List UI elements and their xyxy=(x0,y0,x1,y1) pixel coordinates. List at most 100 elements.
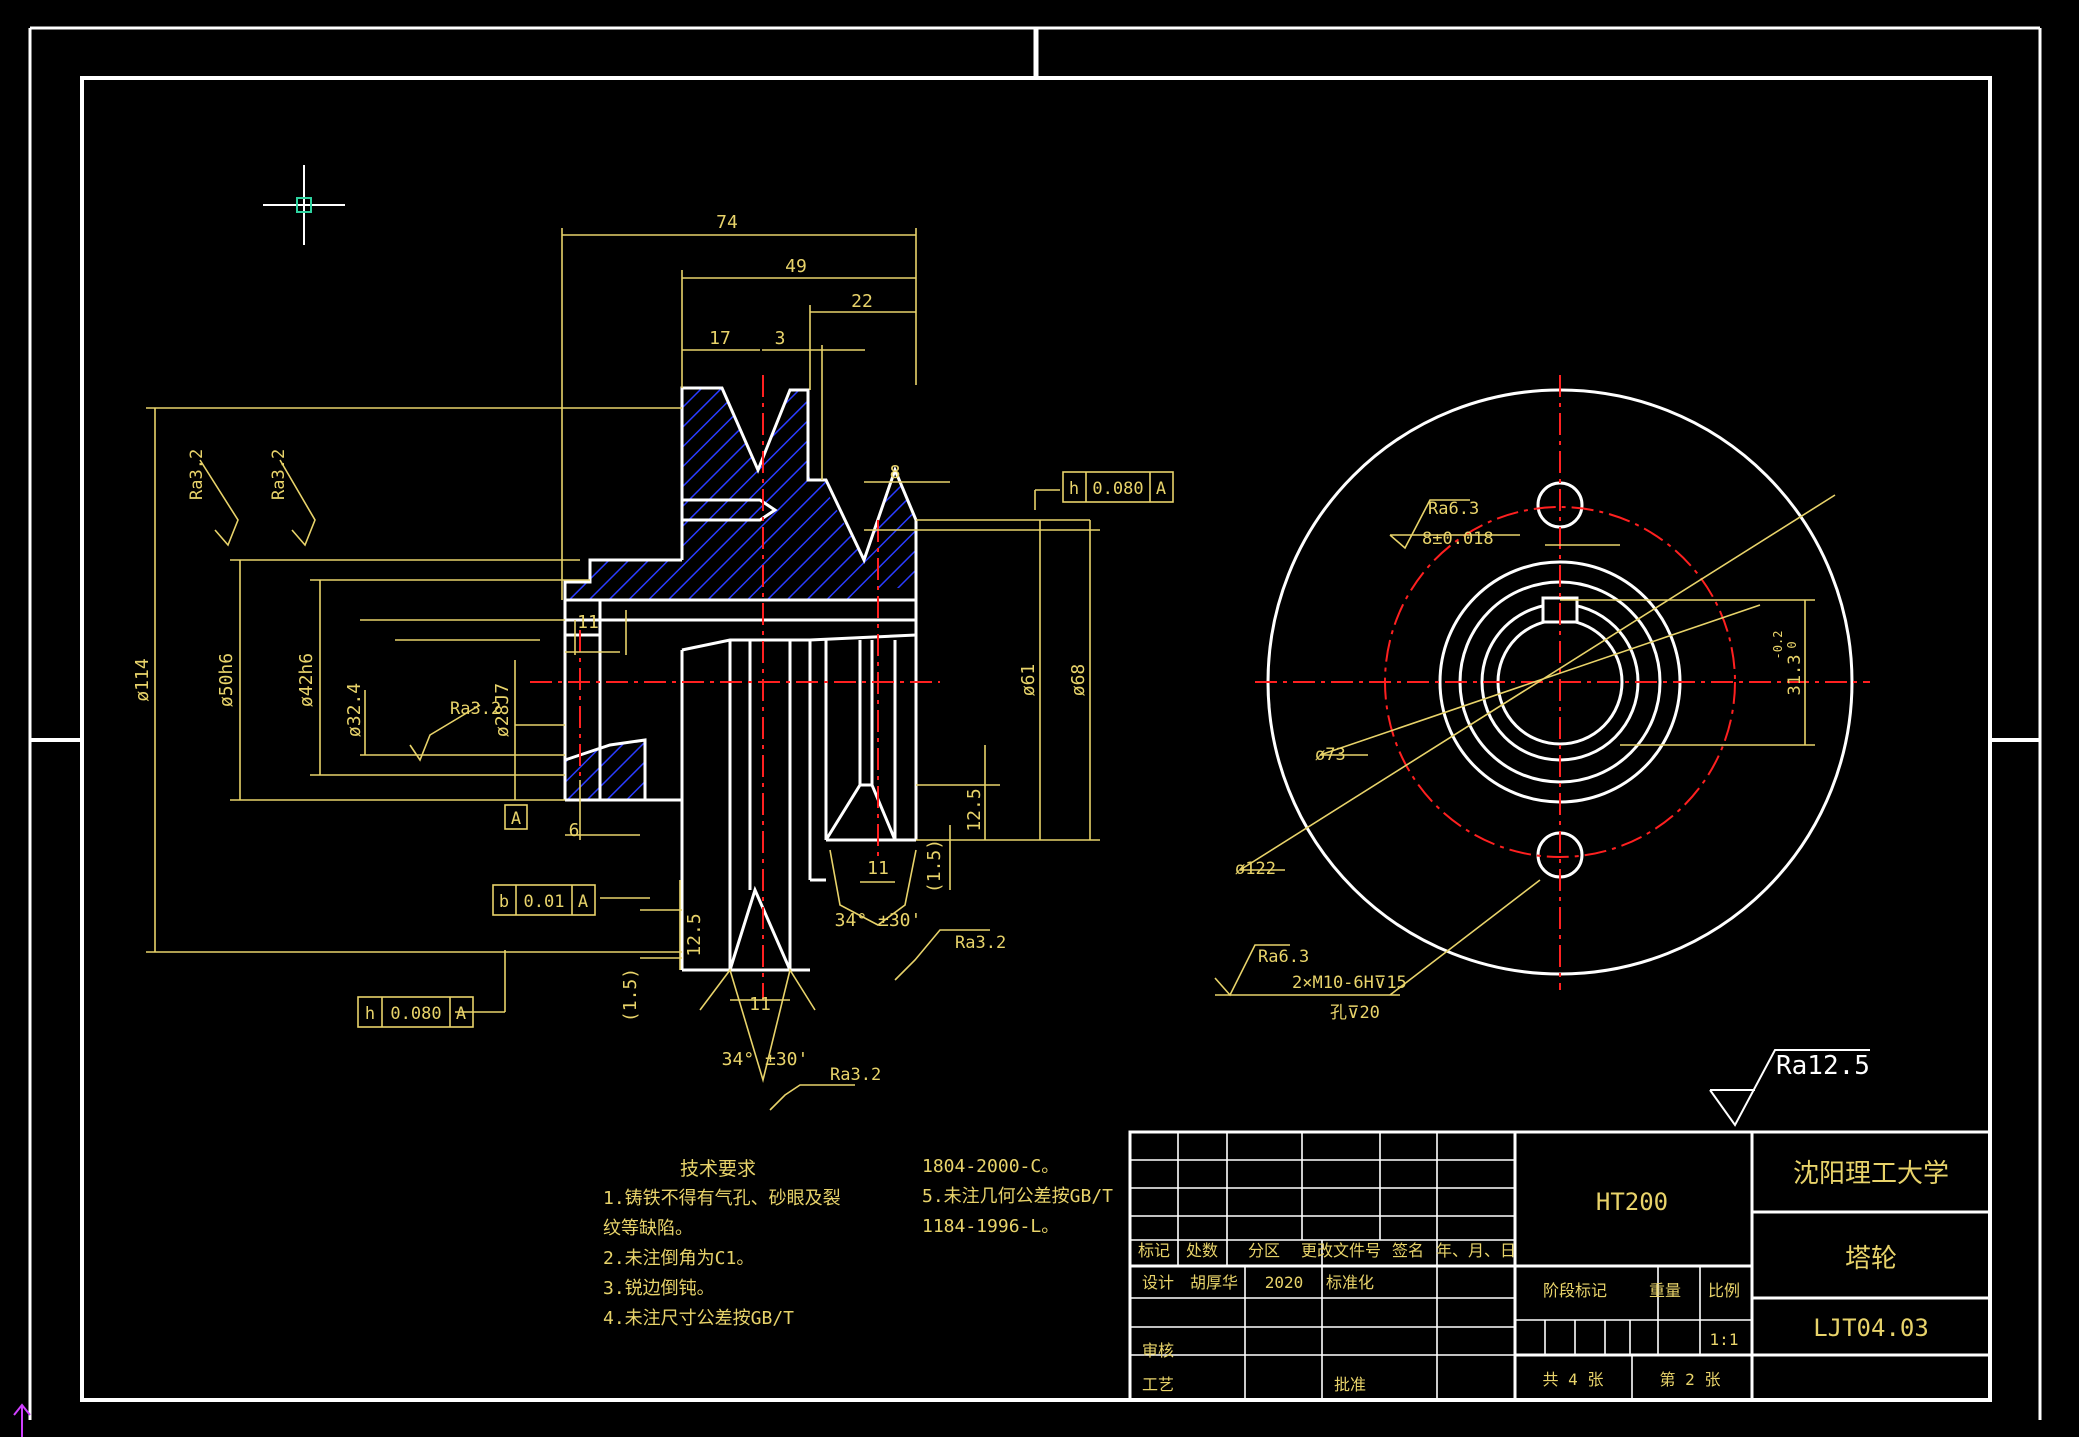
dim-diameter-114: ø114 xyxy=(132,658,153,701)
roughness-label-1: Ra3.2 xyxy=(187,449,207,500)
svg-text:0.080: 0.080 xyxy=(1092,479,1143,499)
side-view-center-lines xyxy=(1255,375,1870,990)
section-outline xyxy=(563,386,918,972)
dim-11-bore: 11 xyxy=(577,612,599,633)
dim-diameter-50: ø50h6 xyxy=(216,653,237,707)
side-view[interactable]: Ra6.3 8±0.018 31.3 -0.2 0 ø73 ø122 Ra6.3… xyxy=(1214,375,1870,1023)
svg-text:A: A xyxy=(511,809,521,829)
tolerance-frame-runout-bottom: h 0.080 A xyxy=(357,996,474,1028)
svg-text:h: h xyxy=(1069,479,1079,499)
svg-text:h: h xyxy=(365,1004,375,1024)
design-label: 设计 xyxy=(1142,1273,1174,1292)
svg-text:0.01: 0.01 xyxy=(524,892,565,912)
roughness-label-3: Ra3.2 xyxy=(450,699,501,719)
side-key-depth-tol: -0.2 xyxy=(1771,631,1785,660)
dim-diameter-68: ø68 xyxy=(1068,664,1089,697)
drawing-number: LJT04.03 xyxy=(1813,1314,1929,1342)
section-dimension-lines xyxy=(146,228,1100,1084)
svg-text:A: A xyxy=(578,892,588,912)
dim-diameter-42: ø42h6 xyxy=(296,653,317,707)
dim-22: 22 xyxy=(851,291,873,312)
side-dim-73: ø73 xyxy=(1315,745,1346,765)
section-center-lines xyxy=(530,375,940,1000)
drawing-frame xyxy=(28,26,2042,1420)
dim-49: 49 xyxy=(785,256,807,277)
dim-diameter-32: ø32.4 xyxy=(344,683,365,737)
side-dim-122: ø122 xyxy=(1235,859,1276,879)
ucs-arrow-icon xyxy=(13,1403,31,1437)
side-ra-hole: Ra6.3 xyxy=(1258,947,1309,967)
part-name: 塔轮 xyxy=(1845,1244,1897,1274)
dim-17: 17 xyxy=(709,328,731,349)
header-zone: 分区 xyxy=(1248,1241,1280,1260)
side-thread-spec: 2×M10-6H⊽15 xyxy=(1292,973,1407,993)
dim-1-5-right: (1.5) xyxy=(924,839,945,893)
roughness-label-4: Ra3.2 xyxy=(955,933,1006,953)
dim-11-groove-bottom: 11 xyxy=(749,994,771,1015)
header-change-doc: 更改文件号 xyxy=(1301,1241,1381,1260)
sheet-number: 第 2 张 xyxy=(1660,1370,1721,1389)
dim-1-5-bottom: (1.5) xyxy=(620,968,641,1022)
side-key-depth: 31.3 xyxy=(1785,655,1805,696)
design-year: 2020 xyxy=(1265,1273,1304,1292)
svg-text:Ra12.5: Ra12.5 xyxy=(1776,1051,1870,1081)
header-sign: 签名 xyxy=(1392,1241,1424,1260)
side-key-depth-tol2: 0 xyxy=(1785,641,1799,648)
dim-11-groove-right: 11 xyxy=(867,858,889,879)
cad-crosshair-icon xyxy=(263,165,345,245)
svg-text:A: A xyxy=(1156,479,1166,499)
process-label: 工艺 xyxy=(1142,1375,1174,1394)
weight-label: 重量 xyxy=(1649,1281,1681,1300)
groove-angle-right: 34° ±30' xyxy=(835,910,922,931)
side-view-dimension-lines xyxy=(1214,494,1836,997)
approve-label: 批准 xyxy=(1334,1375,1366,1394)
datum-a-box: A xyxy=(504,804,528,830)
std-label: 标准化 xyxy=(1326,1273,1374,1292)
svg-text:b: b xyxy=(499,892,509,912)
stage-label: 阶段标记 xyxy=(1543,1281,1607,1300)
section-hatch xyxy=(565,388,916,800)
roughness-label-2: Ra3.2 xyxy=(269,449,289,500)
tech-req-line-6: 1804-2000-C。 xyxy=(922,1156,1059,1177)
review-label: 审核 xyxy=(1142,1341,1174,1360)
tolerance-frame-runout-top: h 0.080 A xyxy=(1062,471,1174,503)
tech-req-line-3: 2.未注倒角为C1。 xyxy=(603,1248,754,1269)
school-name: 沈阳理工大学 xyxy=(1793,1159,1949,1189)
scale-label: 比例 xyxy=(1708,1281,1740,1300)
dim-74: 74 xyxy=(716,212,738,233)
title-block: HT200 沈阳理工大学 塔轮 LJT04.03 标记 处数 分区 更改文件号 … xyxy=(1128,1130,1992,1402)
scale-value: 1:1 xyxy=(1710,1330,1739,1349)
overall-roughness-symbol: Ra12.5 xyxy=(1709,1049,1870,1127)
side-hole-depth: 孔⊽20 xyxy=(1330,1003,1380,1023)
dim-3: 3 xyxy=(775,328,786,349)
side-key-width: 8±0.018 xyxy=(1422,529,1494,549)
tech-req-line-8: 1184-1996-L。 xyxy=(922,1216,1059,1237)
designer-name: 胡厚华 xyxy=(1190,1273,1238,1292)
dim-6: 6 xyxy=(569,820,580,841)
sheets-total: 共 4 张 xyxy=(1543,1370,1604,1389)
svg-text:0.080: 0.080 xyxy=(390,1004,441,1024)
roughness-label-5: Ra3.2 xyxy=(830,1065,881,1085)
dim-12-5-right: 12.5 xyxy=(964,788,985,831)
tech-req-line-5: 4.未注尺寸公差按GB/T xyxy=(603,1308,794,1329)
svg-text:A: A xyxy=(456,1004,466,1024)
material: HT200 xyxy=(1596,1188,1668,1216)
dim-12-5-bottom: 12.5 xyxy=(684,913,705,956)
header-mark: 标记 xyxy=(1138,1241,1170,1260)
tech-req-line-7: 5.未注几何公差按GB/T xyxy=(922,1186,1113,1207)
roughness-symbols xyxy=(199,459,990,1111)
dim-diameter-61: ø61 xyxy=(1018,664,1039,697)
section-view[interactable]: 74 49 22 17 3 8 11 6 ø114 ø50h6 ø42h6 ø3… xyxy=(132,212,1174,1111)
tech-req-title: 技术要求 xyxy=(680,1158,756,1180)
header-count: 处数 xyxy=(1186,1241,1218,1260)
tech-req-line-1: 1.铸铁不得有气孔、砂眼及裂 xyxy=(603,1188,841,1209)
groove-angle-bottom: 34° ±30' xyxy=(722,1049,809,1070)
tech-req-line-4: 3.锐边倒钝。 xyxy=(603,1278,715,1299)
dim-8: 8 xyxy=(890,462,901,483)
dim-diameter-28: ø28J7 xyxy=(492,683,513,737)
tolerance-frame-runout-middle: b 0.01 A xyxy=(492,884,596,916)
header-date: 年、月、日 xyxy=(1436,1241,1516,1260)
tech-req-line-2: 纹等缺陷。 xyxy=(603,1218,693,1239)
technical-requirements: 技术要求 1.铸铁不得有气孔、砂眼及裂 纹等缺陷。 2.未注倒角为C1。 3.锐… xyxy=(603,1156,1113,1329)
